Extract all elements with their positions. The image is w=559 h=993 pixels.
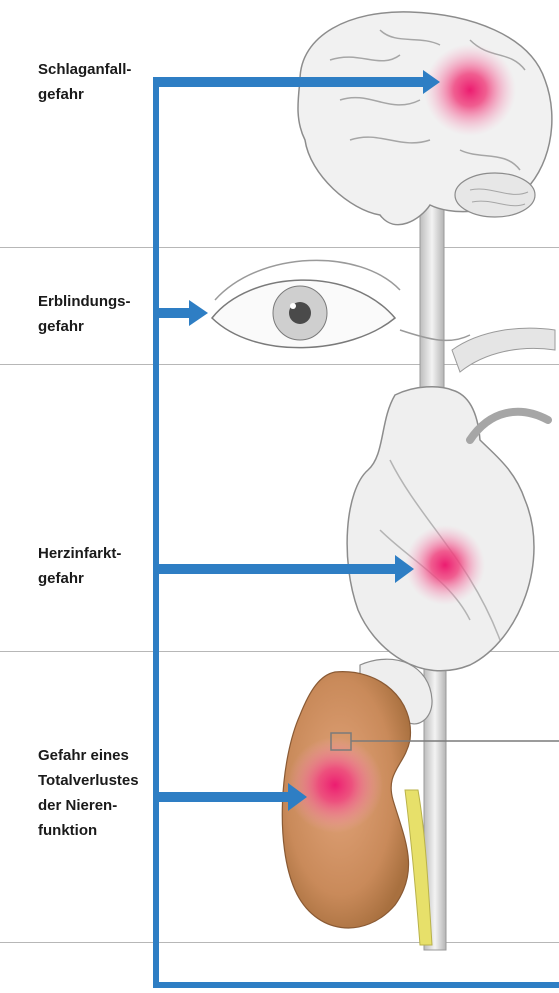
arrow-blindness	[153, 300, 208, 326]
hotspot-kidney	[287, 737, 383, 833]
hotspot-brain	[424, 44, 516, 136]
arrowhead-icon	[189, 300, 208, 326]
hotspot-heart	[405, 525, 485, 605]
eye-illustration	[212, 260, 400, 347]
brain-illustration	[298, 12, 552, 225]
